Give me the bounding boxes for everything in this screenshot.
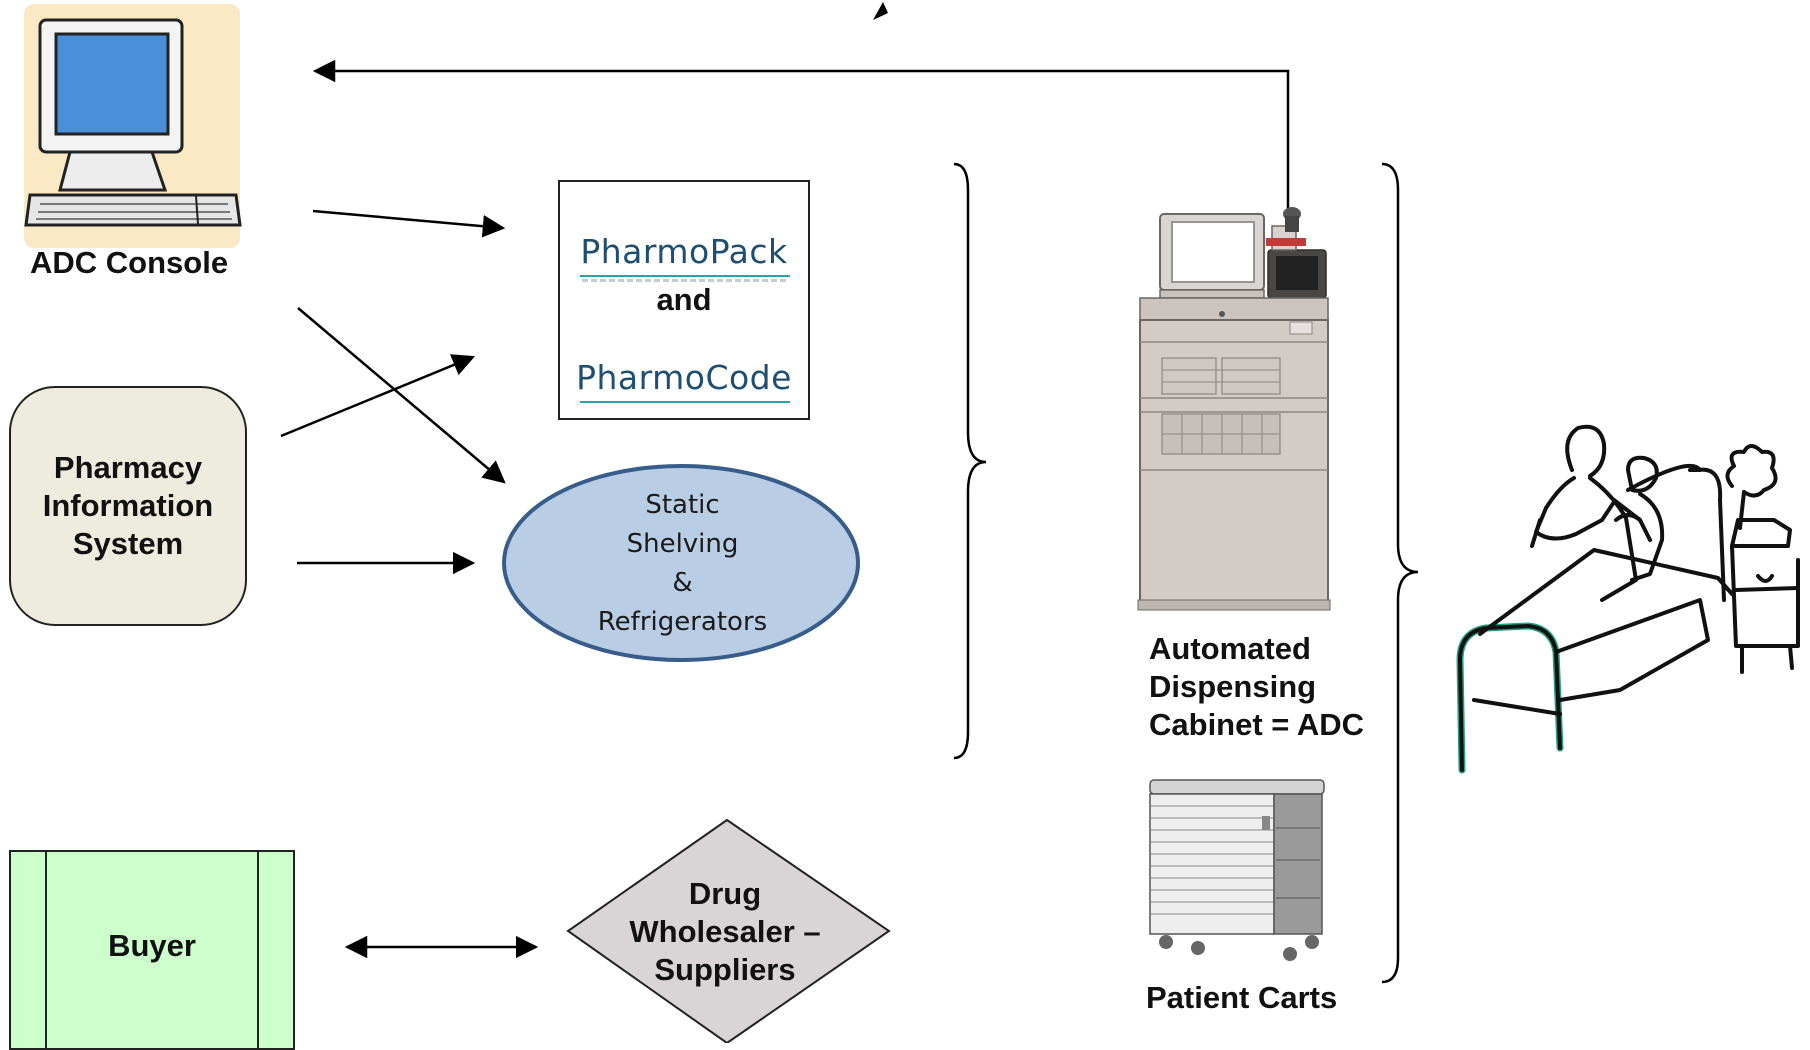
wholesaler-line-1: Drug — [688, 876, 762, 911]
and-connector: and — [656, 282, 712, 317]
patient-carts-label: Patient Carts — [1146, 980, 1338, 1015]
wholesaler-line-2: Wholesaler – — [629, 914, 821, 949]
pharmopack-logo-tagline — [582, 279, 788, 282]
drug-wholesaler-node — [566, 818, 891, 1043]
pharmopack-pharmocode-node: PharmoPack and PharmoCode — [558, 180, 810, 420]
pharmopack-logo: PharmoPack — [580, 232, 788, 271]
pharmocode-logo: PharmoCode — [576, 358, 792, 397]
arrow-console-to-shelving — [297, 307, 506, 484]
pis-line-3: System — [72, 526, 184, 561]
shelving-line-4: Refrigerators — [597, 607, 768, 637]
patient-cart-icon — [1149, 779, 1325, 961]
static-shelving-label: Static Shelving & Refrigerators — [505, 486, 860, 642]
pis-line-1: Pharmacy — [53, 450, 203, 485]
arrow-console-to-pharmopack — [312, 209, 506, 238]
shelving-line-3: & — [672, 568, 693, 598]
pharmopack-logo-underline — [580, 275, 790, 277]
pharmocode-logo-underline — [580, 401, 790, 403]
computer-icon — [24, 4, 242, 248]
static-shelving-node — [502, 464, 860, 662]
adc-line-3: Cabinet = ADC — [1149, 707, 1365, 742]
arrows — [280, 59, 1290, 959]
wholesaler-line-3: Suppliers — [654, 952, 796, 987]
pis-line-2: Information — [42, 488, 214, 523]
adc-cabinet-icon — [1137, 207, 1331, 611]
arrow-pis-to-pharmopack — [280, 354, 476, 438]
arrowhead-top — [873, 2, 888, 20]
pharmacy-information-system-node: Pharmacy Information System — [9, 386, 247, 626]
buyer-node: Buyer — [9, 850, 295, 1050]
buyer-left-bar — [45, 852, 47, 1048]
adc-line-2: Dispensing — [1149, 669, 1317, 704]
arrow-adc-to-console — [312, 59, 1290, 208]
buyer-right-bar — [257, 852, 259, 1048]
adc-label: Automated Dispensing Cabinet = ADC — [1149, 630, 1364, 744]
adc-line-1: Automated — [1149, 631, 1311, 666]
shelving-line-2: Shelving — [626, 529, 739, 559]
right-brace — [1381, 162, 1419, 984]
buyer-label: Buyer — [108, 928, 196, 963]
left-brace — [953, 162, 987, 760]
patient-bed-illustration — [1456, 424, 1800, 774]
shelving-line-1: Static — [645, 490, 720, 520]
adc-console-label: ADC Console — [30, 245, 229, 280]
drug-wholesaler-label: Drug Wholesaler – Suppliers — [570, 875, 880, 989]
